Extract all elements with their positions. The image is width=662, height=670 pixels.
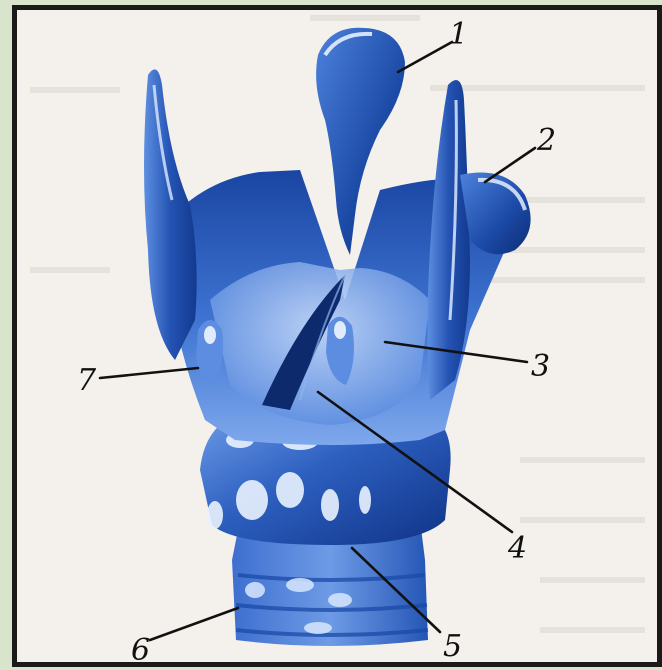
right-arytenoid-highlight — [334, 321, 346, 339]
label-6: 6 — [131, 633, 150, 668]
label-3: 3 — [531, 349, 550, 384]
label-2: 2 — [536, 123, 556, 158]
label-7: 7 — [77, 363, 97, 398]
label-5: 5 — [443, 629, 462, 664]
left-arytenoid-highlight — [204, 326, 216, 344]
label-1: 1 — [449, 17, 468, 52]
label-4: 4 — [507, 531, 527, 566]
